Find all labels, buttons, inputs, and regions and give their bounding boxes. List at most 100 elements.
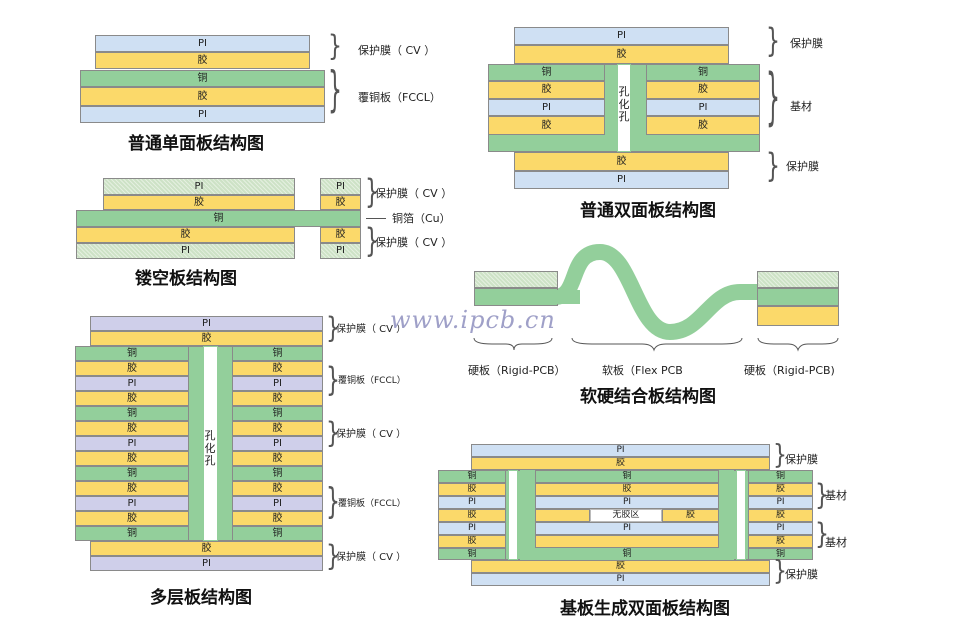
glue-layer: 胶 bbox=[748, 535, 813, 548]
brace: } bbox=[328, 30, 342, 63]
pi-layer: PI bbox=[488, 99, 605, 116]
pi-layer: PI bbox=[646, 99, 760, 116]
glue-layer: 胶 bbox=[438, 535, 506, 548]
brace: } bbox=[326, 482, 340, 523]
flex-circuit bbox=[553, 243, 765, 341]
glue-layer: 胶 bbox=[748, 483, 813, 496]
coverlay-label: 保护膜（ CV ） bbox=[336, 429, 407, 440]
glue-layer bbox=[757, 306, 839, 326]
pi-layer: PI bbox=[535, 496, 719, 509]
copper-layer: 铜 bbox=[232, 406, 323, 421]
pi-layer: PI bbox=[320, 178, 361, 195]
brace: } bbox=[766, 23, 780, 61]
pi-layer: PI bbox=[76, 243, 295, 259]
coverlay-label: 保护膜（ CV ） bbox=[375, 187, 453, 200]
pi-layer: PI bbox=[90, 316, 323, 331]
flex-pcb-label: 软板（Flex PCB bbox=[602, 364, 683, 377]
glue-layer: 胶 bbox=[80, 87, 325, 106]
pi-layer: PI bbox=[90, 556, 323, 571]
copper-layer bbox=[474, 288, 558, 306]
copper-layer: 铜 bbox=[75, 406, 189, 421]
copper-layer: 铜 bbox=[75, 526, 189, 541]
glue-layer: 胶 bbox=[90, 331, 323, 346]
glue-layer: 胶 bbox=[646, 81, 760, 99]
caption-substrate-double-sided: 基板生成双面板结构图 bbox=[560, 599, 730, 619]
pi-layer: PI bbox=[535, 522, 719, 535]
copper-layer: 铜 bbox=[535, 470, 719, 483]
copper-layer: 铜 bbox=[438, 548, 506, 560]
brace: } bbox=[365, 223, 379, 261]
caption-multilayer: 多层板结构图 bbox=[150, 588, 252, 608]
brace: } bbox=[815, 479, 829, 512]
flex-section bbox=[553, 243, 765, 341]
brace: } bbox=[773, 556, 787, 587]
pi-layer: PI bbox=[232, 496, 323, 511]
glue-layer: 胶 bbox=[514, 152, 729, 171]
glue-layer: 胶 bbox=[95, 52, 310, 69]
caption-hollow-board: 镂空板结构图 bbox=[135, 269, 237, 289]
glue-layer bbox=[535, 535, 719, 548]
glue-layer: 胶 bbox=[90, 541, 323, 556]
copper-foil-layer: 铜 bbox=[76, 210, 361, 227]
glue-layer: 胶 bbox=[75, 421, 189, 436]
fccl-label: 覆铜板（FCCL） bbox=[338, 499, 406, 509]
coverlay-label: 保护膜（ CV ） bbox=[358, 44, 436, 57]
pi-layer: PI bbox=[748, 496, 813, 509]
plated-through-hole bbox=[508, 470, 518, 560]
glue-layer: 胶 bbox=[320, 227, 361, 243]
glue-layer bbox=[535, 509, 590, 522]
pi-layer: PI bbox=[748, 522, 813, 535]
coverlay-label: 保护膜 bbox=[790, 37, 823, 50]
glue-layer: 胶 bbox=[488, 116, 605, 135]
copper-layer: 铜 bbox=[232, 466, 323, 481]
plated-through-hole bbox=[617, 64, 631, 152]
coverlay-layer bbox=[474, 271, 558, 288]
glue-layer: 胶 bbox=[662, 509, 719, 522]
pi-layer: PI bbox=[438, 496, 506, 509]
substrate-label: 基材 bbox=[825, 489, 847, 502]
glue-layer: 胶 bbox=[232, 391, 323, 406]
pi-layer: PI bbox=[438, 522, 506, 535]
plated-through-hole bbox=[736, 470, 746, 560]
glue-layer: 胶 bbox=[438, 483, 506, 496]
pi-layer: PI bbox=[514, 27, 729, 45]
caption-rigid-flex: 软硬结合板结构图 bbox=[580, 387, 716, 407]
caption-single-sided: 普通单面板结构图 bbox=[128, 134, 264, 154]
copper-layer: 铜 bbox=[80, 70, 325, 87]
leader-line bbox=[366, 218, 386, 219]
copper-layer: 铜 bbox=[75, 346, 189, 361]
substrate-label: 基材 bbox=[825, 536, 847, 549]
rigid-brace bbox=[757, 337, 839, 352]
pi-layer: PI bbox=[103, 178, 295, 195]
coverlay-label: 保护膜 bbox=[785, 568, 818, 581]
copper-layer: 铜 bbox=[520, 548, 734, 560]
fccl-label: 覆铜板（FCCL） bbox=[338, 376, 406, 386]
rigid-pcb-label: 硬板（Rigid-PCB） bbox=[468, 364, 566, 377]
glue-layer: 胶 bbox=[748, 509, 813, 522]
copper-layer: 铜 bbox=[748, 548, 813, 560]
brace: } bbox=[766, 148, 780, 186]
flex-brace bbox=[571, 337, 743, 352]
copper-layer: 铜 bbox=[438, 470, 506, 483]
glue-layer: 胶 bbox=[232, 361, 323, 376]
coverlay-label: 保护膜（ CV ） bbox=[336, 324, 407, 335]
copper-layer: 铜 bbox=[232, 346, 323, 361]
glue-layer: 胶 bbox=[488, 81, 605, 99]
pi-layer: PI bbox=[232, 376, 323, 391]
glue-layer: 胶 bbox=[232, 421, 323, 436]
caption-double-sided: 普通双面板结构图 bbox=[580, 201, 716, 221]
flex-joint bbox=[556, 290, 580, 304]
no-glue-zone: 无胶区 bbox=[590, 509, 662, 522]
pi-layer: PI bbox=[75, 496, 189, 511]
coverlay-label: 保护膜（ CV ） bbox=[336, 552, 407, 563]
copper-layer: 铜 bbox=[232, 526, 323, 541]
glue-layer: 胶 bbox=[76, 227, 295, 243]
rigid-brace bbox=[473, 337, 553, 351]
copper-layer: 铜 bbox=[488, 64, 605, 81]
pi-layer: PI bbox=[232, 436, 323, 451]
glue-layer: 胶 bbox=[75, 451, 189, 466]
substrate-label: 基材 bbox=[790, 100, 812, 113]
glue-layer: 胶 bbox=[232, 481, 323, 496]
glue-layer: 胶 bbox=[514, 45, 729, 64]
coverlay-label: 保护膜 bbox=[785, 453, 818, 466]
